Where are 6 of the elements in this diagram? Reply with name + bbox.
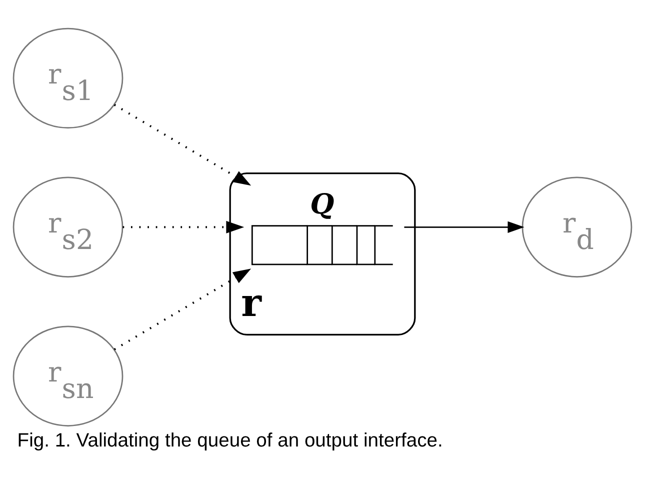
- arrow: [114, 104, 252, 186]
- arrow: [114, 268, 252, 350]
- caption: Fig. 1. Validating the queue of an output interface.: [17, 430, 443, 452]
- arrow: [404, 221, 524, 233]
- node-text: Q: [310, 187, 334, 220]
- arrow: [122, 220, 244, 234]
